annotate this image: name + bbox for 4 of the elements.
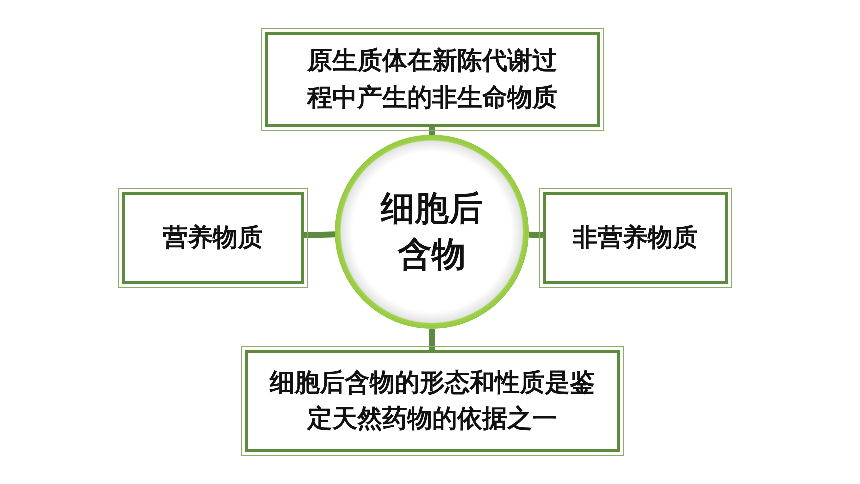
center-circle: 细胞后含物 [335, 135, 529, 329]
connector [304, 232, 336, 238]
connector [429, 328, 436, 350]
connector [528, 232, 544, 238]
